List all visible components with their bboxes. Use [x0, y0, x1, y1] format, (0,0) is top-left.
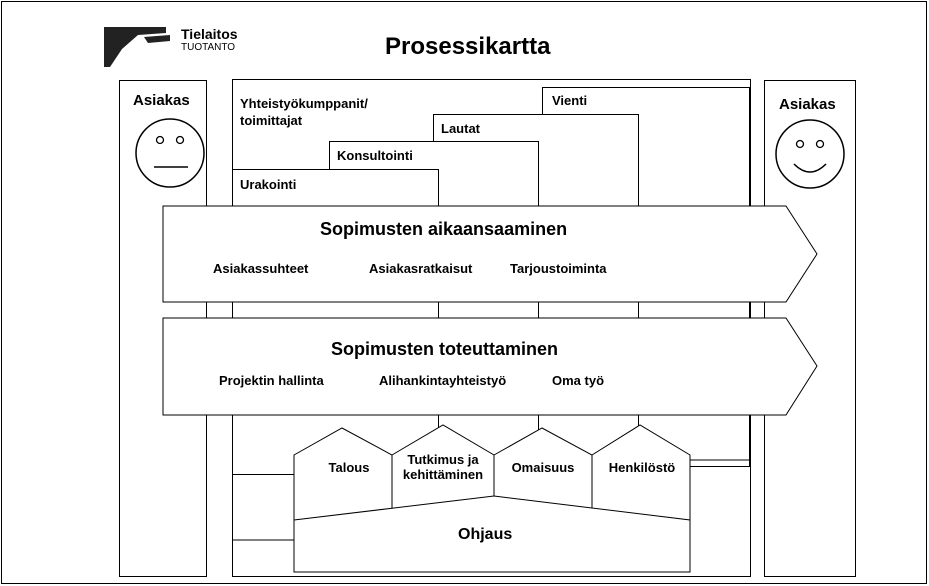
urakointi-label: Urakointi [240, 177, 297, 192]
support-base-ohjaus: Ohjaus [458, 526, 513, 543]
process-arrow-2 [162, 317, 818, 416]
process2-title: Sopimusten toteuttaminen [331, 339, 559, 359]
process-arrow-1 [162, 205, 818, 303]
support-item-omaisuus: Omaisuus [511, 460, 575, 475]
customer-label-right: Asiakas [779, 96, 836, 113]
konsultointi-label: Konsultointi [337, 148, 413, 163]
tielaitos-logo [104, 27, 170, 67]
ohjaus-base [293, 495, 691, 573]
process1-item-2: Asiakasratkaisut [369, 261, 473, 276]
smiling-face-icon [775, 119, 845, 189]
process2-item-2: Alihankintayhteistyö [379, 373, 507, 388]
process1-item-1: Asiakassuhteet [213, 261, 309, 276]
support-item-henkilosto: Henkilöstö [608, 460, 676, 475]
lautat-label: Lautat [441, 121, 480, 136]
vienti-label: Vienti [552, 93, 588, 108]
support-item-tutkimus: Tutkimus ja kehittäminen [402, 452, 484, 482]
neutral-face-icon [135, 118, 205, 188]
support-item-talous: Talous [328, 460, 370, 475]
process2-item-3: Oma työ [552, 373, 605, 388]
page-title: Prosessikartta [385, 33, 551, 60]
process1-title: Sopimusten aikaansaaminen [320, 219, 568, 239]
org-name: Tielaitos [181, 26, 238, 42]
org-subtitle: TUOTANTO [181, 42, 236, 53]
partners-label: Yhteistyökumppanit/ toimittajat [240, 96, 368, 128]
process1-item-3: Tarjoustoiminta [510, 261, 607, 276]
customer-label-left: Asiakas [133, 92, 190, 109]
process2-item-1: Projektin hallinta [219, 373, 324, 388]
